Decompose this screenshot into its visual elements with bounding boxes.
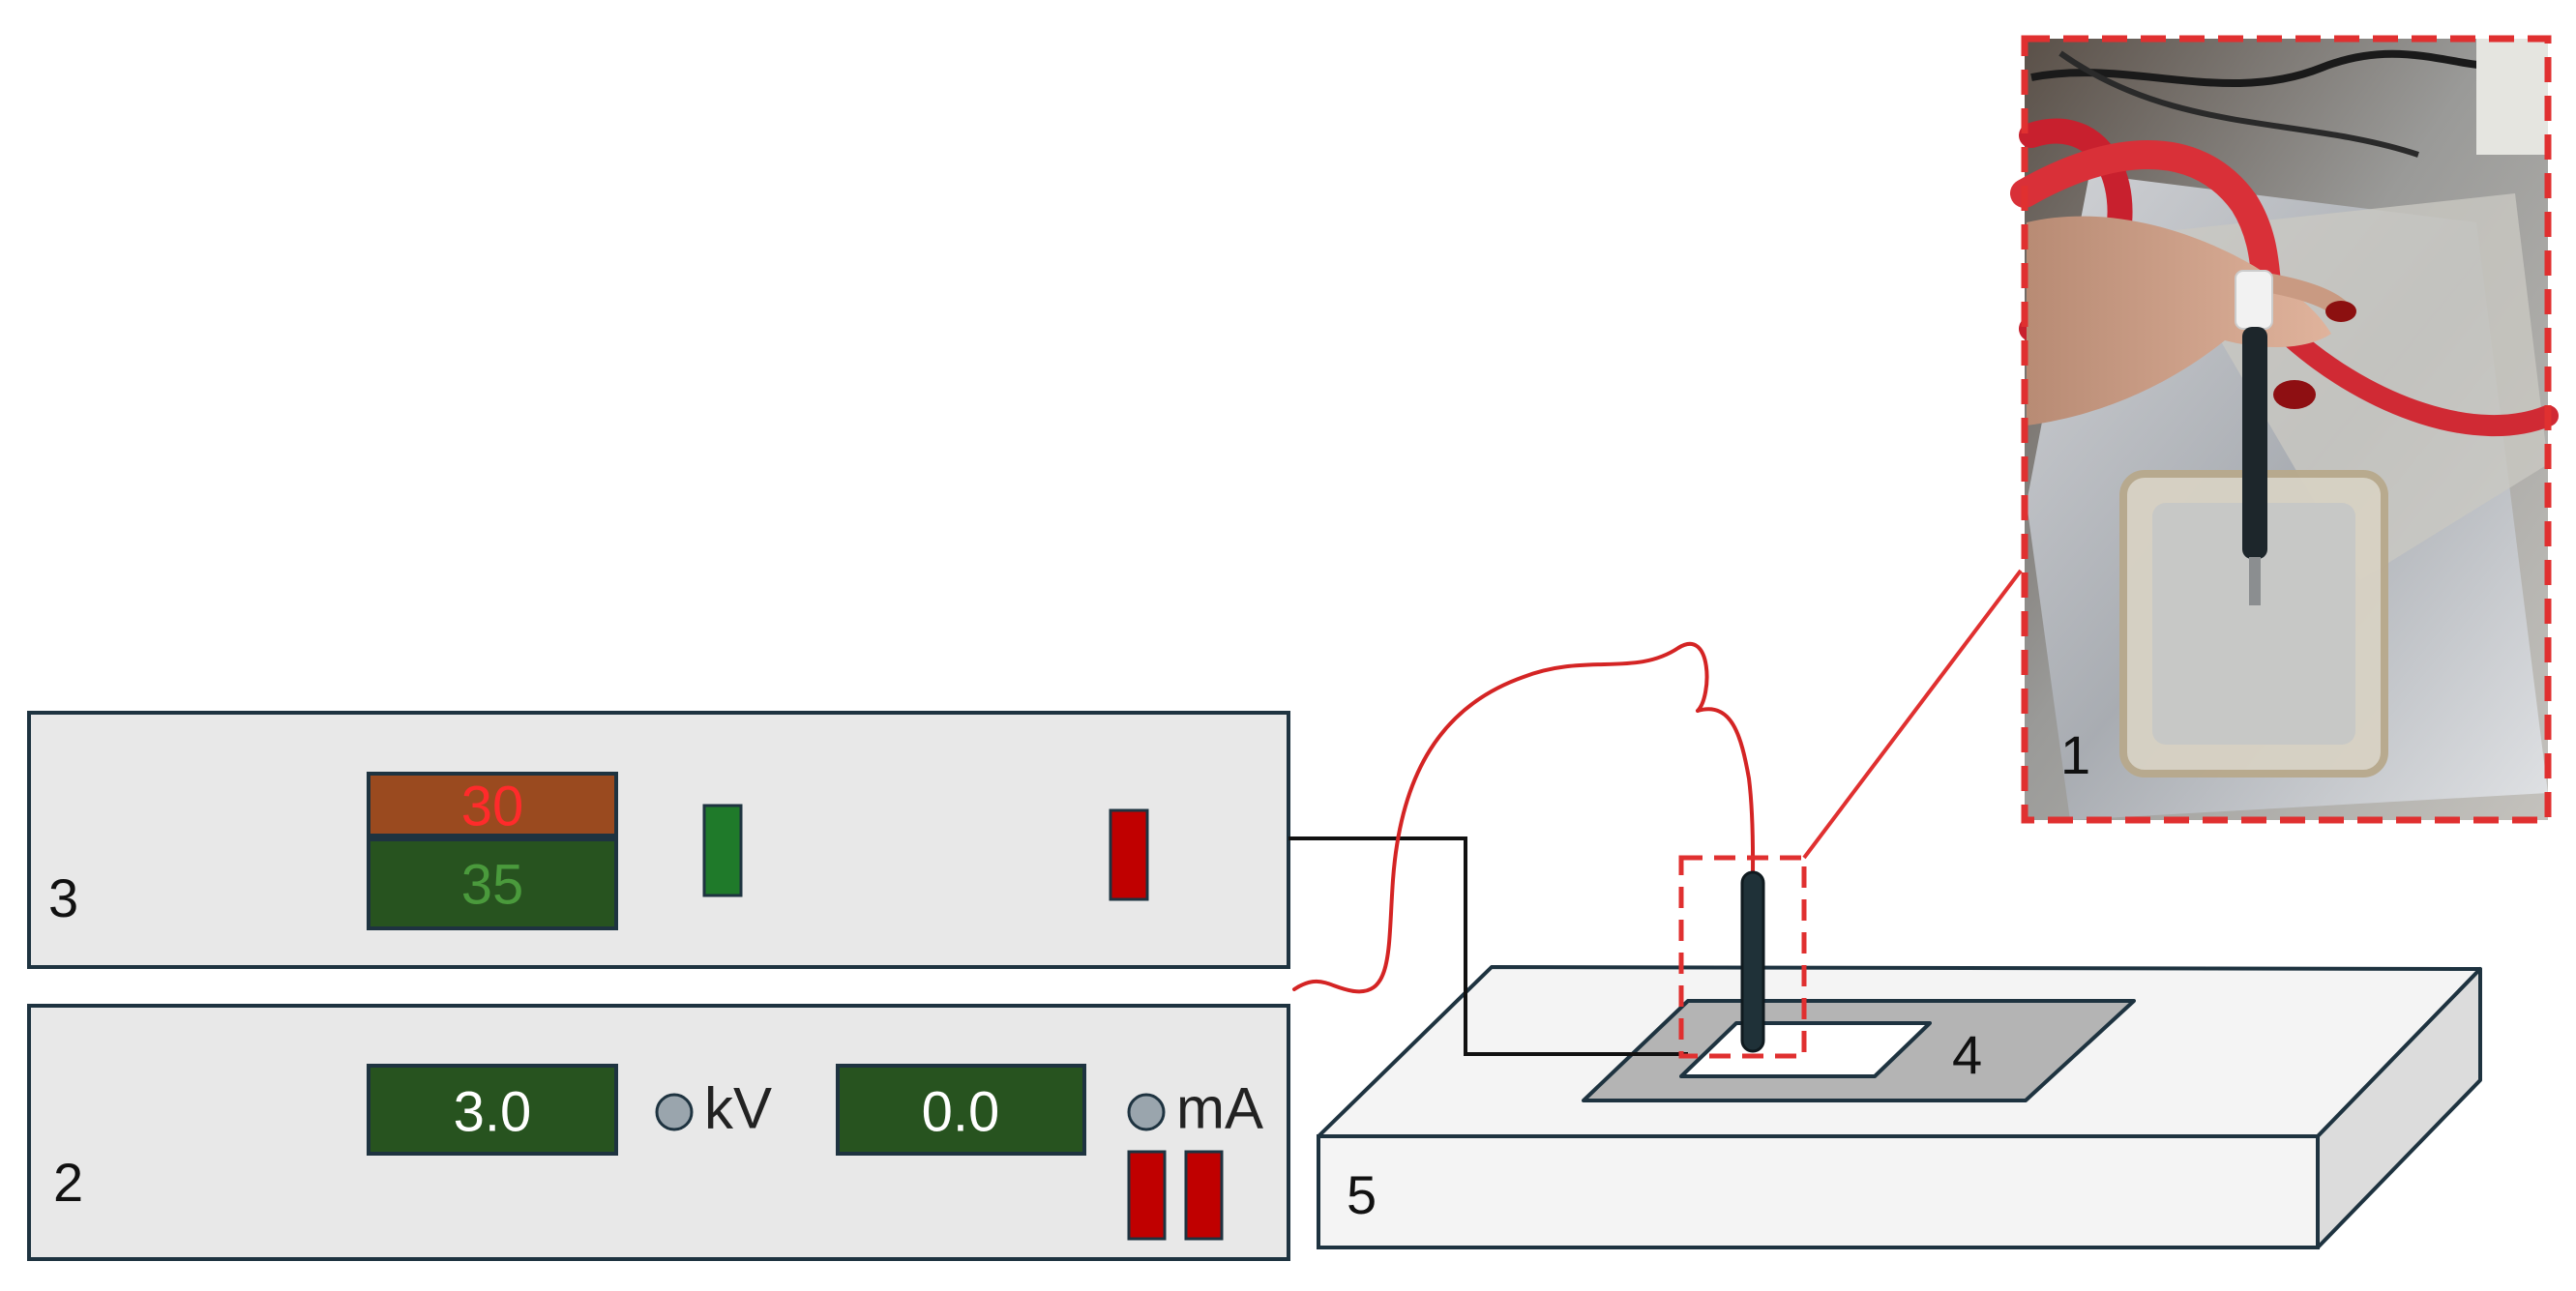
photo-pen-tip <box>2249 557 2261 605</box>
electrode-pen <box>1740 870 1765 1053</box>
high-voltage-lead-drop <box>1696 707 1756 877</box>
photo-red-tube-right <box>2282 328 2559 437</box>
photo-hand <box>2027 216 2331 425</box>
callout-connector-line <box>1802 569 2023 860</box>
photo-frame <box>2021 35 2552 824</box>
controller-display-bottom <box>367 837 618 930</box>
ground-wire <box>1288 836 1688 1056</box>
voltage-display <box>367 1064 618 1156</box>
power-switch-left <box>1127 1150 1167 1241</box>
controller-green-indicator <box>702 804 743 897</box>
photo-label: 1 <box>2060 724 2090 785</box>
photo-red-tube-loop <box>2010 140 2283 305</box>
power-supply-panel <box>27 1004 1290 1261</box>
power-switch-right <box>1184 1150 1224 1241</box>
current-unit: mA <box>1176 1076 1263 1141</box>
base-front-face <box>1317 1134 2320 1249</box>
photo-pen-body <box>2242 327 2267 559</box>
photo-cable-black-2 <box>2058 50 2419 158</box>
current-knob-icon <box>1127 1093 1166 1131</box>
controller-unit: 30 35 3 <box>27 711 1290 969</box>
controller-display-bottom-value: 35 <box>461 854 524 917</box>
photo-tray-inner <box>2152 503 2355 745</box>
base-side-face <box>2316 967 2482 1249</box>
photo-nail-1 <box>2325 301 2356 322</box>
electrode-frame-label: 4 <box>1952 1024 1982 1085</box>
controller-display-top-value: 30 <box>461 776 524 838</box>
voltage-value: 3.0 <box>454 1081 532 1144</box>
photo-box <box>2476 39 2548 155</box>
high-voltage-lead <box>1292 642 1709 994</box>
controller-panel <box>27 711 1290 969</box>
photo-pen-cap <box>2235 270 2273 330</box>
inset-photo: 1 <box>2010 35 2559 824</box>
current-display <box>836 1064 1086 1156</box>
current-value: 0.0 <box>922 1081 1000 1144</box>
voltage-knob-icon <box>655 1093 694 1131</box>
power-supply-label: 2 <box>53 1152 83 1213</box>
controller-label: 3 <box>48 867 78 928</box>
controller-display-top <box>367 772 618 837</box>
controller-red-indicator <box>1109 808 1149 901</box>
photo-nail-2 <box>2273 380 2316 409</box>
base-label: 5 <box>1347 1164 1377 1225</box>
electrode-callout-box <box>1678 855 1807 1059</box>
power-supply-unit: 3.0 kV 0.0 mA 2 <box>27 1004 1290 1261</box>
voltage-unit: kV <box>704 1076 772 1141</box>
